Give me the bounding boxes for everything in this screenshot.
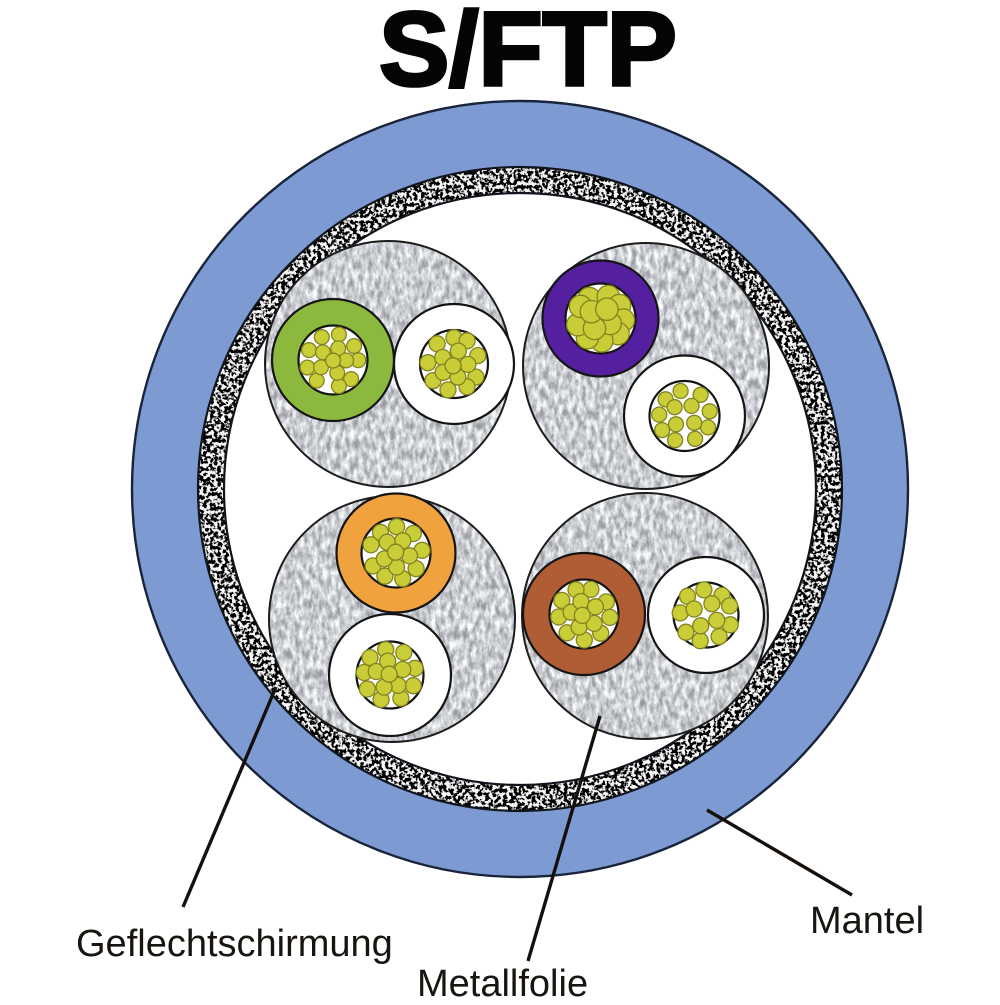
svg-text:S/FTP: S/FTP — [379, 0, 677, 108]
svg-text:Metallfolie: Metallfolie — [417, 963, 588, 1000]
svg-text:Mantel: Mantel — [810, 900, 924, 942]
svg-text:Geflechtschirmung: Geflechtschirmung — [76, 923, 393, 965]
